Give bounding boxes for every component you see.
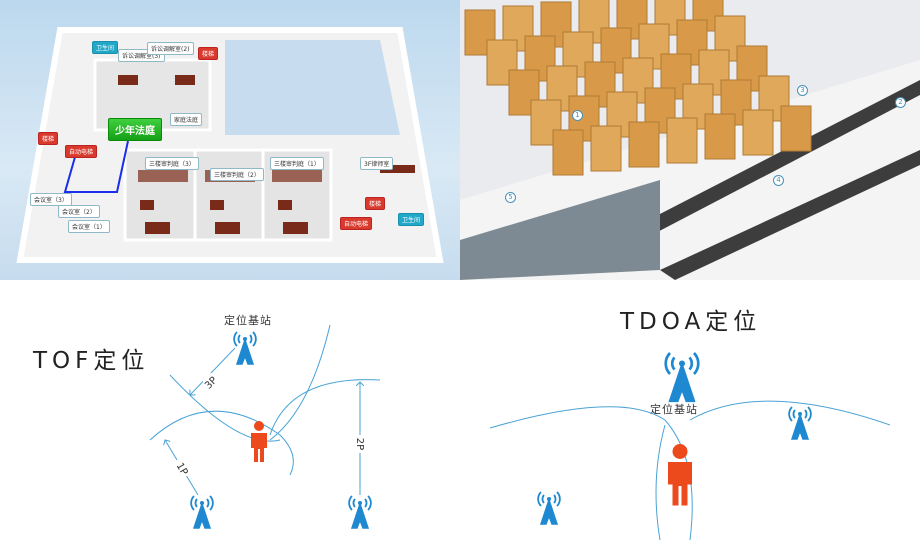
- distance-label-1p: 1P: [174, 461, 190, 477]
- tdoa-person-icon: [668, 444, 692, 506]
- shelf-rack: [780, 105, 812, 152]
- room-label[interactable]: 少年法庭: [108, 118, 162, 141]
- station-number-badge: 2: [895, 97, 906, 108]
- navigation-route: [63, 140, 129, 193]
- court-floor-plan-3d: 卫生间诉讼调解室(3)诉讼调解室(2)楼梯少年法庭家庭法庭楼梯自动电梯三楼审判庭…: [0, 0, 460, 280]
- room-label[interactable]: 卫生间: [398, 213, 425, 226]
- tdoa-base-station-label: 定位基站: [650, 403, 698, 416]
- tof-base-station-label: 定位基站: [224, 314, 272, 327]
- room-label[interactable]: 楼梯: [365, 197, 386, 210]
- room-label[interactable]: 楼梯: [38, 132, 59, 145]
- shelf-rack: [666, 117, 698, 164]
- station-number-badge: 5: [505, 192, 516, 203]
- warehouse-3d: 1 2 3 4 5: [460, 0, 920, 280]
- shelf-rack: [590, 125, 622, 172]
- tof-title: TOF定位: [33, 348, 150, 374]
- positioning-diagrams: 3P 1P 2P: [149, 324, 891, 541]
- room-label[interactable]: 三楼审判庭（2）: [210, 168, 264, 181]
- room-label[interactable]: 家庭法庭: [170, 113, 203, 126]
- floor-plan-drawing: [16, 27, 444, 263]
- tof-person-icon: [251, 421, 267, 462]
- room-label[interactable]: 卫生间: [92, 41, 119, 54]
- tof-base-station-right-icon: [348, 495, 372, 529]
- tdoa-title: TDOA定位: [620, 309, 762, 335]
- tof-base-station-left-icon: [190, 495, 214, 529]
- station-number-badge: 4: [773, 175, 784, 186]
- shelf-rack: [704, 113, 736, 160]
- distance-label-2p: 2P: [354, 438, 365, 450]
- shelf-rack: [628, 121, 660, 168]
- room-label[interactable]: 自动电梯: [65, 145, 98, 158]
- tdoa-base-station-left-icon: [537, 491, 561, 525]
- room-label[interactable]: 楼梯: [198, 47, 219, 60]
- tdoa-base-station-top-icon: [664, 351, 700, 403]
- shelf-rack: [742, 109, 774, 156]
- room-label[interactable]: 诉讼调解室(2): [147, 42, 194, 55]
- room-label[interactable]: 三楼审判庭（3）: [145, 157, 199, 170]
- tdoa-base-station-right-icon: [788, 406, 812, 440]
- shelf-rack: [552, 129, 584, 176]
- room-label[interactable]: 会议室（3）: [30, 193, 72, 206]
- station-number-badge: 3: [797, 85, 808, 96]
- room-label[interactable]: 3F律师室: [360, 157, 394, 170]
- warehouse-drawing: [460, 0, 920, 280]
- station-number-badge: 1: [572, 110, 583, 121]
- room-label[interactable]: 会议室（1）: [68, 220, 110, 233]
- tof-base-station-top-icon: [233, 331, 257, 365]
- room-label[interactable]: 自动电梯: [340, 217, 373, 230]
- room-label[interactable]: 会议室（2）: [58, 205, 100, 218]
- room-label[interactable]: 三楼审判庭（1）: [270, 157, 324, 170]
